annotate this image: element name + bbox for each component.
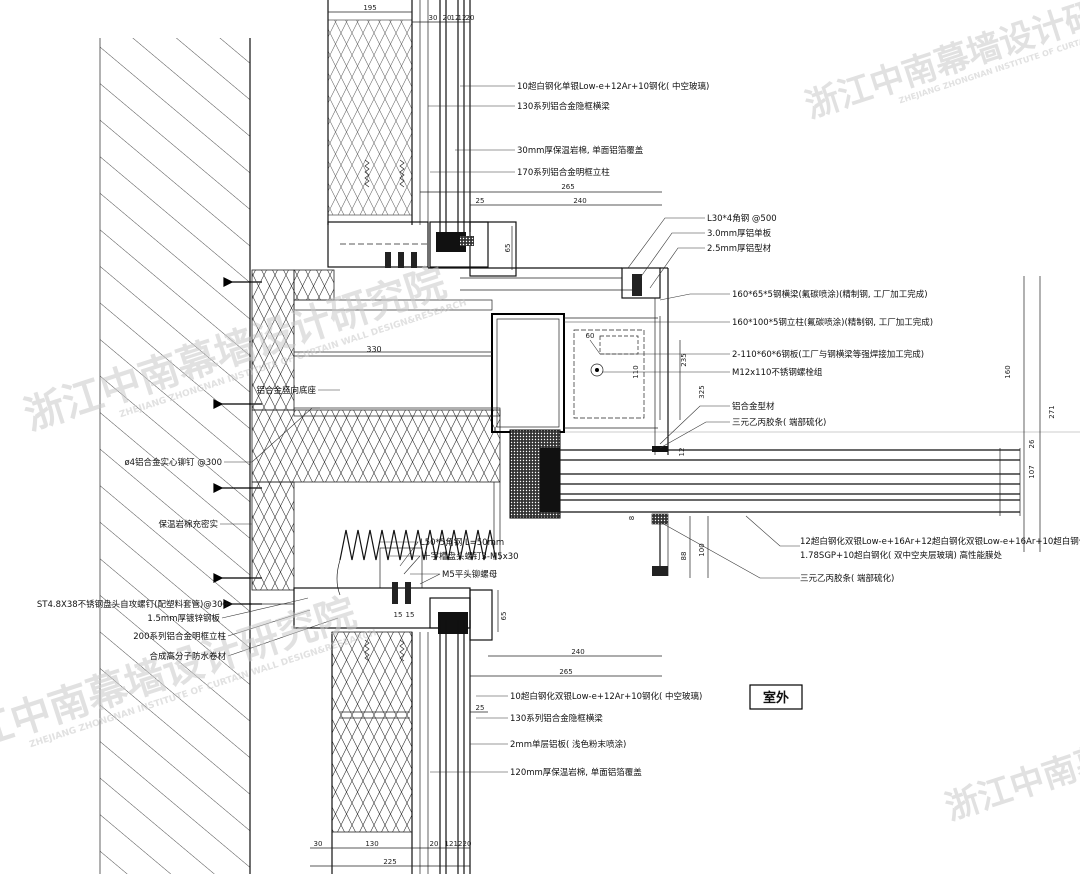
- dim-65-bottom: 65: [500, 612, 508, 621]
- watermark-bottom-right-text: 浙江中南幕墙设计研究院: [940, 675, 1080, 829]
- dim-240-bottom: 240: [571, 648, 584, 656]
- dim-330: 330: [366, 345, 381, 354]
- dim-bottom-225: 225: [383, 858, 396, 866]
- callout-aluminum-sheet: 2mm单层铝板( 浅色粉末喷涂): [510, 739, 626, 750]
- dim-top-20a: 20: [443, 14, 452, 22]
- callout-lower-insulation: 120mm厚保温岩棉, 单面铝箔覆盖: [510, 767, 642, 778]
- dim-bottom-130: 130: [365, 840, 378, 848]
- callout-epdm-gasket-upper: 三元乙丙胶条( 端部硫化): [732, 417, 826, 428]
- callout-main-glass-line1: 12超白钢化双银Low-e+16Ar+12超白钢化双银Low-e+16Ar+10…: [800, 536, 1080, 547]
- dim-160: 160: [1004, 365, 1012, 378]
- dim-100: 100: [698, 543, 706, 556]
- dim-88: 88: [680, 552, 688, 561]
- watermark-top-right: 浙江中南幕墙设计研究院 ZHEJIANG ZHONGNAN INSTITUTE …: [800, 0, 1080, 127]
- concrete-wall: [99, 38, 251, 874]
- callout-rivet: ø4铝合金实心铆钉 @300: [124, 457, 222, 468]
- callout-aluminum-panel: 3.0mm厚铝单板: [707, 228, 772, 239]
- dim-235: 235: [680, 353, 688, 366]
- callout-lower-transom: 130系列铝合金隐框横梁: [510, 713, 603, 724]
- dim-bottom-20a: 20: [430, 840, 439, 848]
- dim-110: 110: [632, 365, 640, 378]
- dim-271: 271: [1048, 405, 1056, 418]
- watermark-top-right-text: 浙江中南幕墙设计研究院: [800, 0, 1080, 127]
- dim-60: 60: [586, 332, 595, 340]
- lower-mullion: [252, 547, 493, 874]
- dimension-lines: [294, 11, 1041, 867]
- dimension-text: 195 30 20 12 12 20 265 25 240 65 330 60 …: [314, 4, 1056, 866]
- upper-aluminum-cap: [428, 267, 669, 455]
- dim-top-30: 30: [429, 14, 438, 22]
- callout-upper-glass: 10超白钢化单银Low-e+12Ar+10钢化( 中空玻璃): [517, 81, 709, 92]
- callout-upper-insulation: 30mm厚保温岩棉, 单面铝箔覆盖: [517, 145, 644, 156]
- dim-65-top: 65: [504, 244, 512, 253]
- dim-bottom-20b: 20: [463, 840, 472, 848]
- callout-angle-steel: L30*4角钢 @500: [707, 213, 777, 224]
- dim-265-top: 265: [561, 183, 574, 191]
- callout-main-glass-line2: 1.78SGP+10超白钢化( 双中空夹层玻璃) 高性能膜处: [800, 550, 1003, 561]
- callout-galvanized-sheet: 1.5mm厚镀锌钢板: [147, 613, 220, 624]
- callout-aluminum-section: 铝合金型材: [732, 401, 775, 412]
- dim-325: 325: [698, 385, 706, 398]
- callout-aluminum-profile: 2.5mm厚铝型材: [707, 243, 772, 254]
- callout-lower-glass: 10超白钢化双银Low-e+12Ar+10钢化( 中空玻璃): [510, 691, 702, 702]
- upper-mullion: [327, 0, 517, 277]
- watermark-bottom-right: 浙江中南幕墙设计研究院: [940, 675, 1080, 829]
- dim-15a: 15: [394, 611, 403, 619]
- dim-25-bottom: 25: [476, 704, 485, 712]
- waterproof-membrane-zigzag: [336, 482, 501, 596]
- dim-240-top: 240: [573, 197, 586, 205]
- callout-angle-l50: L50*5角钢 L=50mm: [420, 537, 504, 548]
- callout-labels: 10超白钢化单银Low-e+12Ar+10钢化( 中空玻璃) 130系列铝合金隐…: [37, 81, 1080, 778]
- dim-15b: 15: [406, 611, 415, 619]
- callout-vertical-base: 铝合金竖向底座: [256, 385, 316, 396]
- dim-bottom-12a: 12: [445, 840, 454, 848]
- dim-top-12b: 12: [458, 14, 467, 22]
- dim-bottom-30: 30: [314, 840, 323, 848]
- callout-rivet-nut: M5平头铆螺母: [442, 569, 497, 580]
- callout-epdm-gasket-lower: 三元乙丙胶条( 端部硫化): [800, 573, 894, 584]
- steel-column: [293, 299, 658, 433]
- callout-steel-plate: 2-110*60*6钢板(工厂与钢横梁等强焊接加工完成): [732, 349, 924, 360]
- outdoor-room-label: 室外: [763, 690, 789, 706]
- dim-25-top: 25: [476, 197, 485, 205]
- callout-200-mullion: 200系列铝合金明框立柱: [133, 631, 226, 642]
- wall-anchor-screws: [213, 277, 262, 609]
- dim-265-bottom: 265: [559, 668, 572, 676]
- callout-insulation-fill: 保温岩棉充密实: [158, 519, 218, 530]
- dim-top-20b: 20: [466, 14, 475, 22]
- callout-170-mullion: 170系列铝合金明框立柱: [517, 167, 610, 178]
- dim-12: 12: [678, 448, 686, 457]
- callout-bolt-group: M12x110不锈钢螺栓组: [732, 367, 823, 378]
- callout-waterproof-membrane: 合成高分子防水卷材: [149, 651, 226, 662]
- dim-26: 26: [1028, 439, 1036, 448]
- outdoor-label-box: [749, 684, 803, 710]
- dim-bottom-12b: 12: [454, 840, 463, 848]
- callout-upper-transom: 130系列铝合金隐框横梁: [517, 101, 610, 112]
- dim-8: 8: [628, 516, 636, 520]
- callout-self-tapping-screw: ST4.8X38不锈钢盘头自攻螺钉(配塑料套管)@300: [37, 599, 228, 610]
- callout-steel-beam: 160*65*5钢横梁(氟碳喷涂)(精制钢, 工厂加工完成): [732, 289, 928, 300]
- dim-107: 107: [1028, 465, 1036, 478]
- rock-wool-insulation: [251, 19, 501, 833]
- callout-screw-m5: 十字槽盘头螺钉3-M5x30: [422, 551, 519, 562]
- main-insulating-glass: [509, 429, 1080, 576]
- dim-top-12a: 12: [451, 14, 460, 22]
- leader-lines: [220, 85, 800, 773]
- callout-steel-column: 160*100*5钢立柱(氟碳喷涂)(精制钢, 工厂加工完成): [732, 317, 933, 328]
- dim-195: 195: [363, 4, 376, 12]
